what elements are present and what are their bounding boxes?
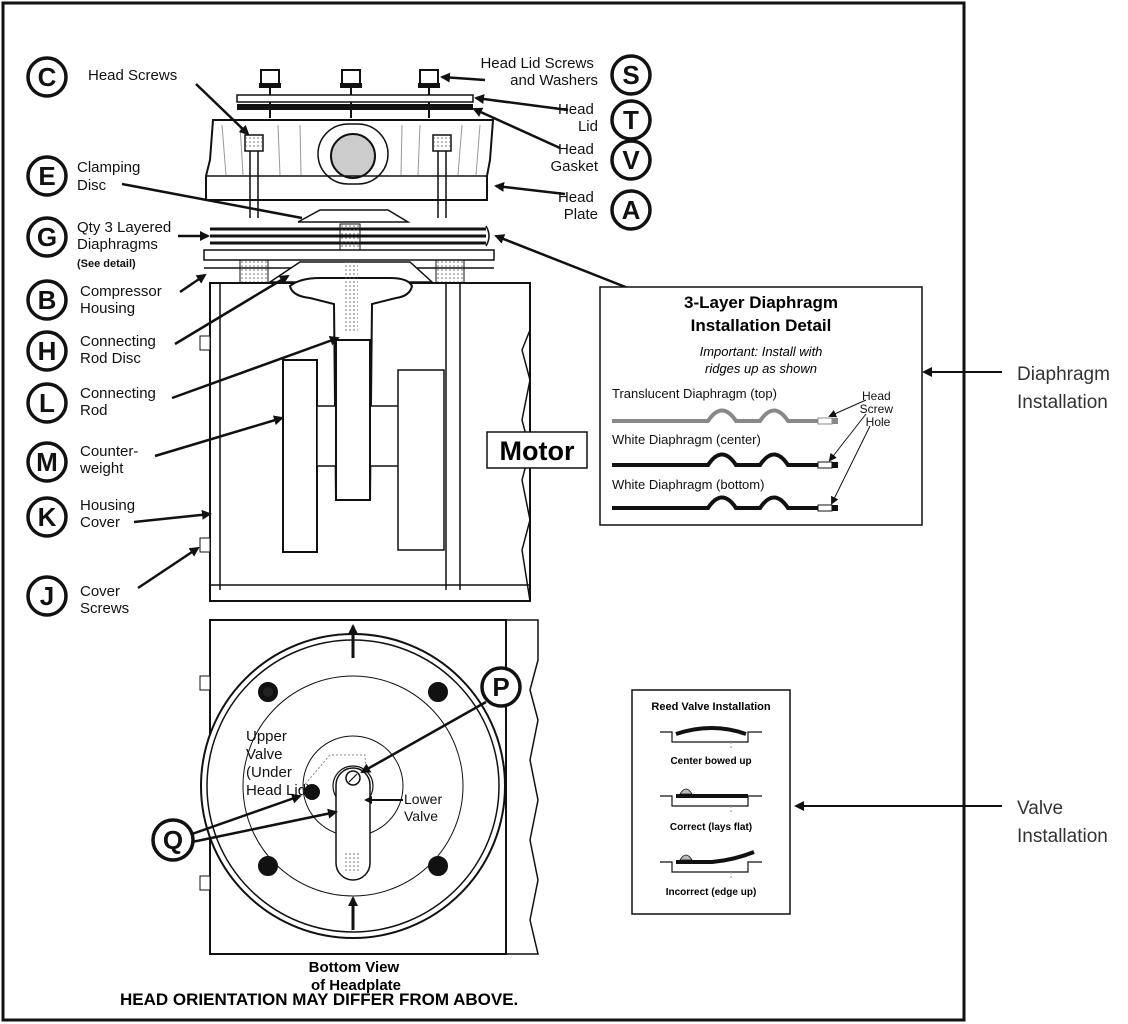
callout-g: G Qty 3 Layered Diaphragms (See detail) bbox=[26, 216, 210, 270]
counterweight bbox=[282, 359, 318, 553]
callout-label: Connecting Rod Disc bbox=[80, 333, 160, 367]
head-assembly bbox=[199, 69, 588, 602]
diaphragm-stack bbox=[210, 223, 490, 251]
callout-l: L Connecting Rod bbox=[26, 336, 340, 424]
head-lid-screws bbox=[259, 69, 440, 118]
detail-title-2: Installation Detail bbox=[691, 316, 832, 335]
callout-s: S Head Lid Screws and Washers bbox=[440, 54, 652, 96]
callout-letter: G bbox=[37, 222, 57, 252]
callout-k: K Housing Cover bbox=[26, 496, 212, 538]
callout-label: Clamping Disc bbox=[77, 159, 145, 194]
callout-a: A Head Plate bbox=[494, 181, 652, 231]
hole-label: Head Screw Hole bbox=[860, 389, 897, 429]
callout-letter: P bbox=[492, 672, 509, 702]
callout-letter: L bbox=[39, 388, 55, 418]
reed-case-2: Correct (lays flat) bbox=[670, 822, 752, 833]
callout-label: Qty 3 Layered Diaphragms bbox=[77, 219, 175, 253]
callout-q: Q bbox=[151, 793, 338, 862]
diaphragm-detail-box: 3-Layer Diaphragm Installation Detail Im… bbox=[599, 286, 923, 526]
callout-p: P bbox=[360, 666, 522, 774]
callout-note: (See detail) bbox=[77, 258, 136, 270]
callout-label: Head Plate bbox=[558, 189, 598, 223]
reed-valve-box: Reed Valve Installation Center bowed up … bbox=[631, 689, 791, 915]
callout-letter: Q bbox=[163, 825, 183, 855]
bottom-view-caption: Bottom View of Headplate bbox=[309, 959, 404, 994]
callout-letter: J bbox=[40, 581, 54, 611]
lower-valve-label: Lower Valve bbox=[404, 791, 446, 824]
layer-center-label: White Diaphragm (center) bbox=[612, 432, 761, 447]
reed-valve-title: Reed Valve Installation bbox=[651, 701, 770, 713]
outer-frame bbox=[1, 1, 966, 1022]
layer-top-label: Translucent Diaphragm (top) bbox=[612, 386, 777, 401]
footer-note: HEAD ORIENTATION MAY DIFFER FROM ABOVE. bbox=[120, 990, 518, 1009]
callout-e: E Clamping Disc bbox=[26, 155, 303, 220]
callout-letter: V bbox=[622, 145, 640, 175]
callout-letter: C bbox=[38, 62, 57, 92]
callout-letter: K bbox=[38, 502, 57, 532]
head-gasket bbox=[237, 104, 473, 110]
reed-case-3: Incorrect (edge up) bbox=[666, 887, 757, 898]
callout-letter: S bbox=[622, 60, 639, 90]
layer-center-shape bbox=[612, 452, 818, 467]
callout-label: Housing Cover bbox=[80, 497, 139, 531]
callout-label: Head Lid bbox=[558, 101, 598, 135]
layer-top-shape bbox=[612, 408, 818, 423]
callout-letter: E bbox=[38, 161, 55, 191]
callout-letter: B bbox=[38, 285, 57, 315]
reed-case-1: Center bowed up bbox=[670, 756, 751, 767]
callout-label: Compressor Housing bbox=[80, 283, 166, 317]
side-label-diaphragm: Diaphragm Installation bbox=[1017, 364, 1115, 413]
detail-note-1: Important: Install with bbox=[700, 344, 823, 359]
layer-bottom-label: White Diaphragm (bottom) bbox=[612, 477, 764, 492]
callout-letter: M bbox=[36, 447, 58, 477]
callout-label: Counter- weight bbox=[79, 443, 143, 477]
side-label-valve: Valve Installation bbox=[1017, 798, 1108, 847]
callout-label: Connecting Rod bbox=[80, 385, 160, 419]
callout-circle bbox=[26, 56, 68, 98]
callout-m: M Counter- weight bbox=[26, 415, 284, 483]
clamping-disc bbox=[297, 209, 411, 223]
callout-h: H Connecting Rod Disc bbox=[26, 274, 290, 372]
callout-c: C Head Screws bbox=[26, 56, 250, 136]
callout-j: J Cover Screws bbox=[26, 546, 200, 617]
bottom-view bbox=[199, 619, 539, 955]
callout-label: Head Lid Screws and Washers bbox=[480, 55, 598, 89]
callout-t: T Head Lid bbox=[474, 94, 652, 141]
callout-label: Head Gasket bbox=[550, 141, 598, 175]
callout-label: Head Screws bbox=[88, 67, 177, 84]
head-lid bbox=[236, 94, 474, 103]
layer-bottom-shape bbox=[612, 495, 818, 510]
callout-b: B Compressor Housing bbox=[26, 273, 207, 321]
detail-title-1: 3-Layer Diaphragm bbox=[684, 293, 838, 312]
callout-letter: T bbox=[623, 105, 639, 135]
head-plate bbox=[205, 119, 495, 218]
callout-letter: H bbox=[38, 336, 57, 366]
callout-label: Cover Screws bbox=[80, 583, 129, 617]
motor-label: Motor bbox=[500, 436, 575, 466]
callout-letter: A bbox=[622, 195, 641, 225]
detail-note-2: ridges up as shown bbox=[705, 361, 817, 376]
callout-v: V Head Gasket bbox=[472, 107, 652, 181]
